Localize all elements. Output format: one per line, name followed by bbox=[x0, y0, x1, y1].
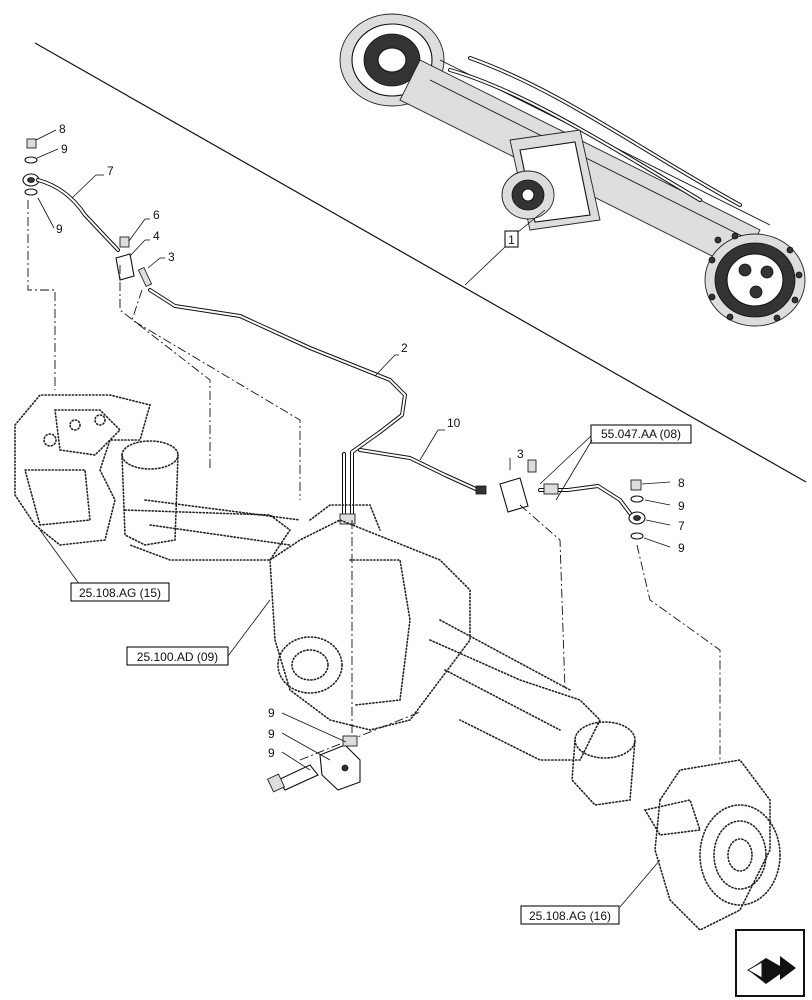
svg-text:25.100.AD (09): 25.100.AD (09) bbox=[137, 650, 218, 664]
svg-text:1: 1 bbox=[508, 233, 515, 247]
svg-text:9: 9 bbox=[268, 727, 275, 741]
right-callouts: 3 8 9 7 9 bbox=[509, 447, 685, 555]
svg-text:9: 9 bbox=[61, 142, 68, 156]
mounting-bracket bbox=[267, 735, 361, 793]
bracket-callouts: 9 9 9 bbox=[268, 706, 347, 771]
svg-text:8: 8 bbox=[678, 476, 685, 490]
overview-callout: 1 bbox=[464, 209, 546, 286]
left-callouts: 8 9 9 7 6 4 3 bbox=[35, 122, 175, 269]
next-page-arrow-icon[interactable] bbox=[735, 929, 805, 997]
svg-text:9: 9 bbox=[678, 499, 685, 513]
separator-line bbox=[34, 42, 807, 483]
svg-text:9: 9 bbox=[268, 746, 275, 760]
svg-text:10: 10 bbox=[447, 416, 461, 430]
hydraulic-pipe: 2 bbox=[148, 288, 408, 525]
svg-text:25.108.AG (16): 25.108.AG (16) bbox=[529, 909, 611, 923]
reference-axle-housing: 25.100.AD (09) bbox=[126, 599, 271, 666]
svg-text:2: 2 bbox=[401, 341, 408, 355]
reference-connection: 55.047.AA (08) bbox=[539, 424, 692, 501]
assembly-guide-lines bbox=[27, 200, 721, 761]
svg-text:3: 3 bbox=[168, 250, 175, 264]
svg-text:9: 9 bbox=[268, 706, 275, 720]
svg-text:6: 6 bbox=[153, 208, 160, 222]
svg-text:4: 4 bbox=[153, 229, 160, 243]
axle-housing-outline bbox=[14, 394, 781, 931]
hose: 10 bbox=[358, 416, 487, 495]
overview-axle-illustration bbox=[339, 13, 806, 327]
reference-knuckle-right: 25.108.AG (16) bbox=[520, 859, 661, 925]
svg-text:25.108.AG (15): 25.108.AG (15) bbox=[79, 586, 161, 600]
svg-text:9: 9 bbox=[678, 541, 685, 555]
left-fitting-assembly bbox=[22, 138, 153, 288]
svg-text:9: 9 bbox=[56, 222, 63, 236]
svg-text:7: 7 bbox=[107, 164, 114, 178]
svg-text:7: 7 bbox=[678, 519, 685, 533]
svg-text:8: 8 bbox=[59, 122, 66, 136]
svg-text:3: 3 bbox=[517, 447, 524, 461]
right-fitting-assembly bbox=[499, 459, 646, 540]
svg-text:55.047.AA (08): 55.047.AA (08) bbox=[601, 427, 681, 441]
reference-knuckle-left: 25.108.AG (15) bbox=[39, 529, 170, 602]
